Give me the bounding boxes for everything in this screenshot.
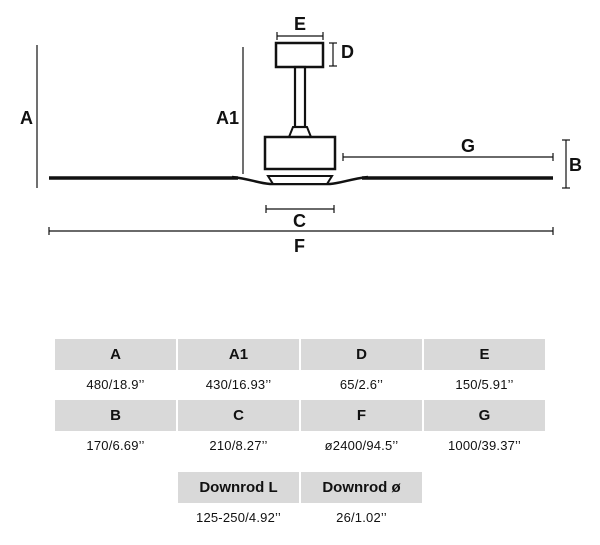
fan-motor-housing xyxy=(263,135,337,171)
table-value-cell: 26/1.02’’ xyxy=(336,509,387,525)
table-header-cell: C xyxy=(178,400,299,431)
dim-label-b: B xyxy=(569,155,582,175)
table-header-cell: A xyxy=(55,339,176,370)
fan-downrod xyxy=(293,65,307,129)
dim-label-c: C xyxy=(293,211,306,231)
table-value-cell: 480/18.9’’ xyxy=(86,376,145,392)
table-header-cell: D xyxy=(301,339,422,370)
table-header-cell: G xyxy=(424,400,545,431)
fan-canopy xyxy=(274,41,325,69)
fan-light-bottom xyxy=(266,175,334,185)
dim-label-e: E xyxy=(294,14,306,34)
table-value-cell: 150/5.91’’ xyxy=(455,376,514,392)
table-value-cell: 1000/39.37’’ xyxy=(447,437,521,453)
table-header-cell: A1 xyxy=(178,339,299,370)
ceiling-fan-dimension-diagram: A A1 E D G B C F xyxy=(20,14,582,256)
table-header-cell: F xyxy=(301,400,422,431)
dim-label-d: D xyxy=(341,42,354,62)
table-header-cell: Downrod ø xyxy=(301,472,422,503)
dim-label-f: F xyxy=(294,236,305,256)
fan-coupler xyxy=(287,126,313,138)
table-value-cell: 210/8.27’’ xyxy=(209,437,268,453)
table-header-cell: Downrod L xyxy=(178,472,299,503)
table-value-cell: ø2400/94.5’’ xyxy=(324,437,399,453)
table-header-cell: B xyxy=(55,400,176,431)
table-value-cell: 65/2.6’’ xyxy=(339,376,384,392)
table-value-cell: 125-250/4.92’’ xyxy=(196,509,281,525)
table-value-cell: 170/6.69’’ xyxy=(86,437,145,453)
dim-label-g: G xyxy=(461,136,475,156)
dim-label-a1: A1 xyxy=(216,108,239,128)
table-header-cell: E xyxy=(424,339,545,370)
dim-label-a: A xyxy=(20,108,33,128)
table-value-cell: 430/16.93’’ xyxy=(205,376,272,392)
